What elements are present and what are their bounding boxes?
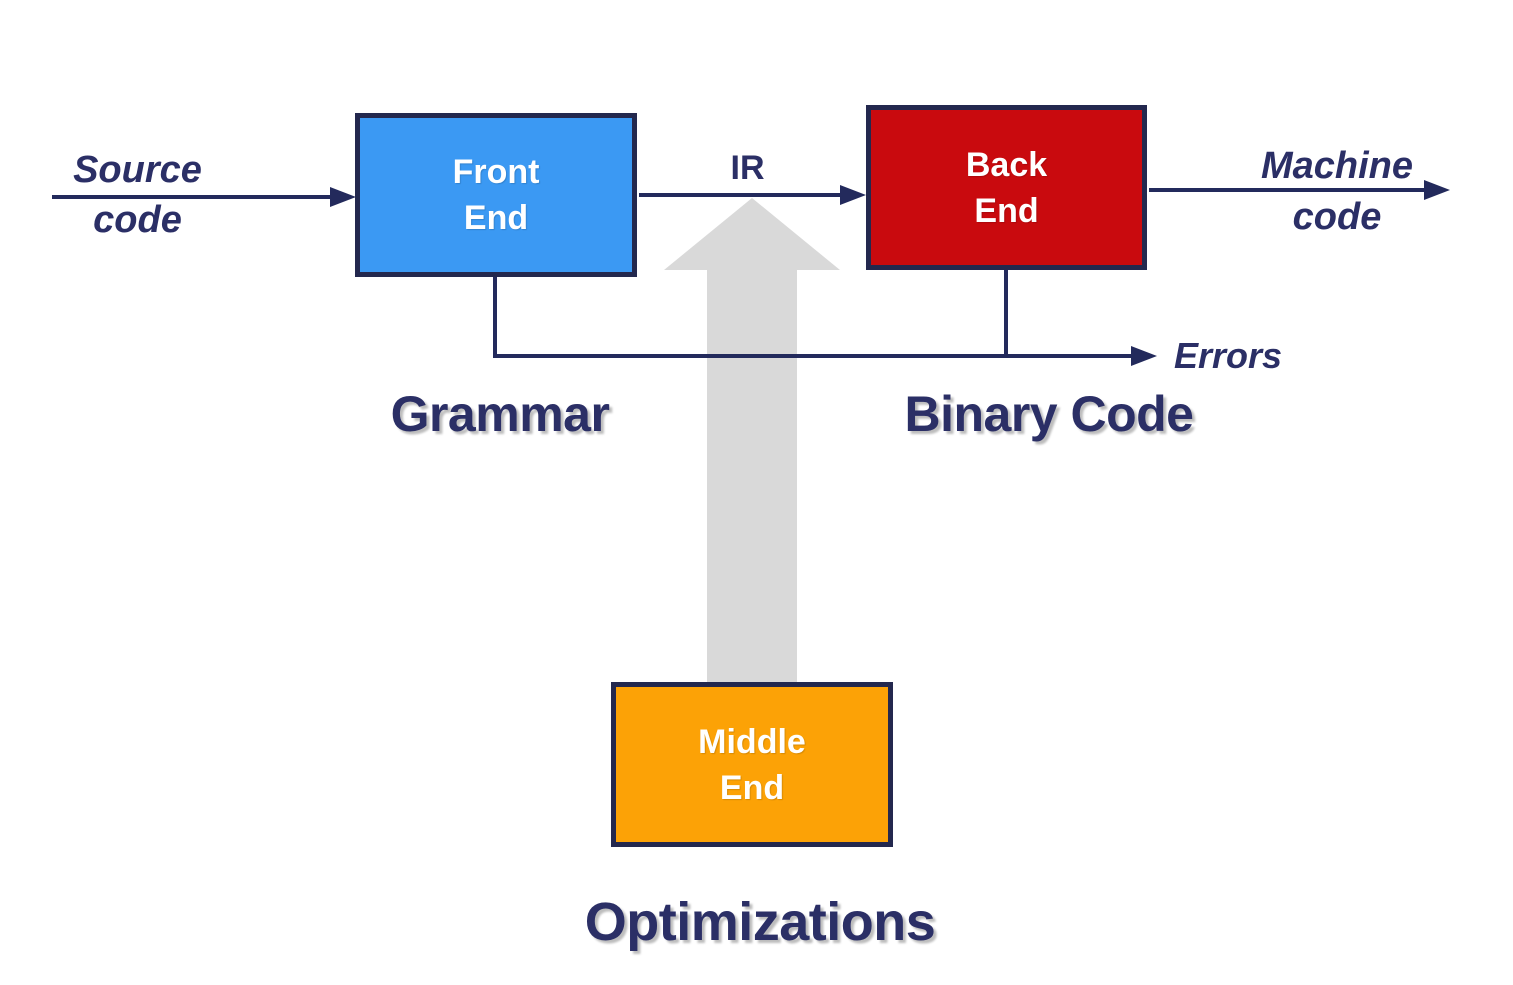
optimizations-caption: Optimizations <box>584 892 936 952</box>
back-end-node: Back End <box>866 105 1147 270</box>
middle-end-node: Middle End <box>611 682 893 847</box>
source-code-arrow <box>52 187 356 207</box>
front-end-label-line2: End <box>463 199 529 237</box>
grammar-caption: Grammar <box>390 386 610 442</box>
source-code-label-line1: Source <box>73 149 202 191</box>
front-end-node: Front End <box>355 113 637 277</box>
errors-arrow <box>493 270 1157 366</box>
front-end-label-line1: Front <box>452 153 540 191</box>
back-end-label-line2: End <box>974 191 1039 230</box>
source-code-label-line2: code <box>93 199 182 241</box>
ir-arrow <box>639 185 866 205</box>
machine-code-arrow <box>1149 180 1450 200</box>
machine-code-label-line2: code <box>1292 196 1382 238</box>
errors-label: Errors <box>1174 335 1283 376</box>
middle-end-label-line1: Middle <box>698 722 806 761</box>
ir-label: IR <box>730 149 765 187</box>
middle-end-label-line2: End <box>719 768 785 807</box>
binary-code-caption: Binary Code <box>904 386 1194 442</box>
optimization-block-arrow-icon <box>664 198 840 688</box>
machine-code-label-line1: Machine <box>1260 145 1414 187</box>
back-end-label-line1: Back <box>965 145 1048 184</box>
